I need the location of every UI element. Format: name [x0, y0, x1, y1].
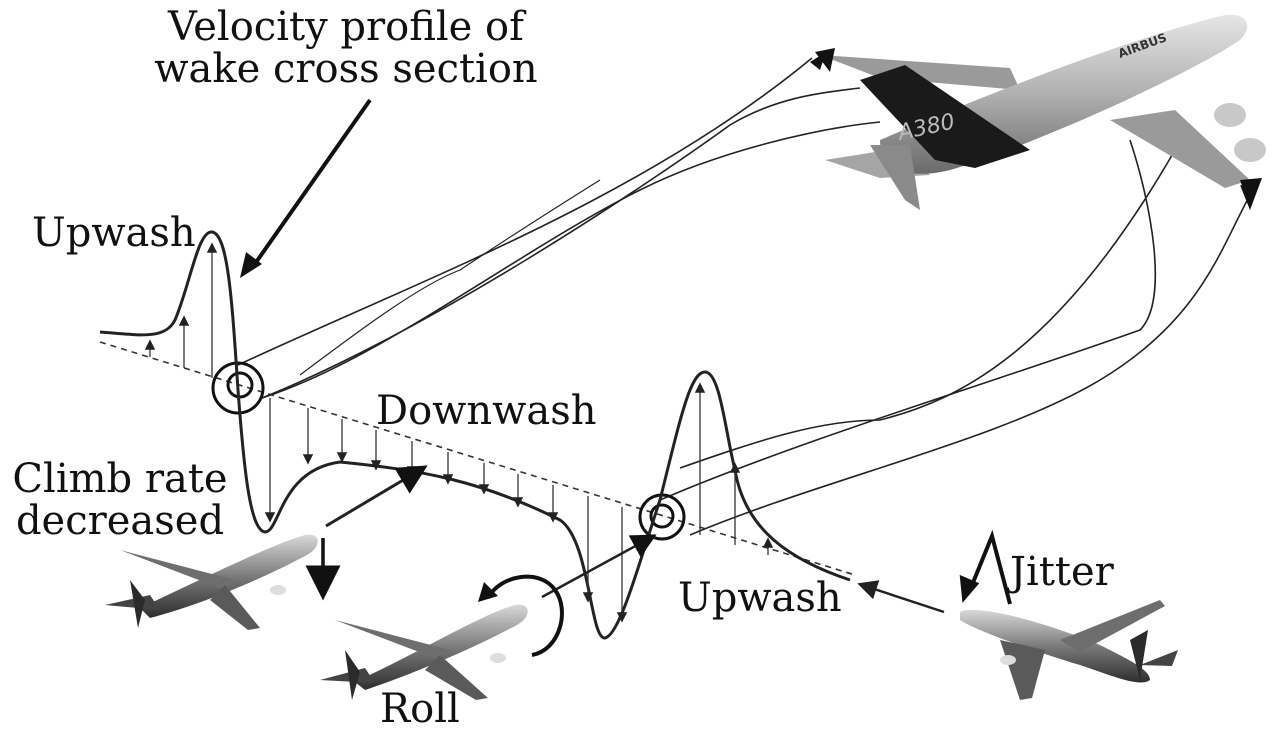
- jitter-aircraft-path-arrow: [857, 580, 945, 614]
- climb-aircraft-path-arrow: [325, 465, 428, 528]
- roll-arrow-icon: [478, 574, 564, 657]
- a380-aircraft: A380 AIRBUS: [815, 14, 1266, 210]
- climb-rate-line-1: Climb rate: [12, 456, 228, 502]
- jitter-label: Jitter: [1010, 549, 1114, 595]
- title-line-2: wake cross section: [154, 46, 538, 92]
- title-pointer-arrow: [240, 98, 372, 278]
- climb-rate-label: Climb rate decreased: [4, 458, 236, 542]
- roll-aircraft-path-arrow: [541, 534, 657, 599]
- diagram-title: Velocity profile of wake cross section: [146, 6, 546, 90]
- follower-aircraft-climb: [105, 534, 318, 630]
- follower-aircraft-roll: [320, 604, 528, 700]
- right-vortex-spiral-icon: [638, 493, 686, 541]
- roll-label: Roll: [380, 686, 460, 732]
- right-vortex-tube: [659, 139, 1256, 536]
- upwash-vectors-right: [694, 382, 774, 555]
- title-line-1: Velocity profile of: [168, 4, 524, 50]
- follower-aircraft-jitter: [960, 600, 1178, 700]
- upwash-right-label: Upwash: [678, 575, 842, 621]
- upwash-vectors-left: [144, 242, 218, 378]
- jitter-arrow-icon: [959, 529, 1012, 605]
- velocity-profile-curve: [99, 230, 851, 640]
- downwash-label: Downwash: [376, 388, 597, 434]
- downwash-vectors: [264, 398, 628, 623]
- left-vortex-tube: [237, 52, 881, 399]
- upwash-left-label: Upwash: [32, 210, 196, 256]
- climb-rate-line-2: decreased: [15, 498, 225, 544]
